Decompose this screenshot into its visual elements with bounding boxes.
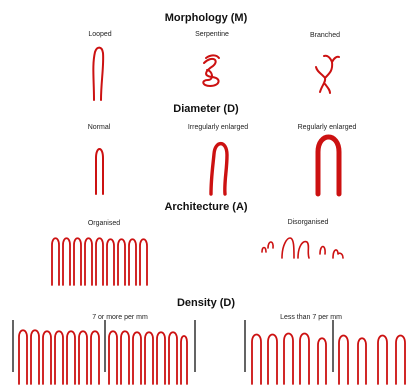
irregularly-enlarged-capillary — [211, 144, 227, 194]
serpentine-capillary — [203, 55, 219, 86]
looped-capillary — [93, 48, 103, 100]
disorganised-capillaries — [262, 238, 343, 258]
regularly-enlarged-capillary — [318, 137, 339, 194]
branched-capillary — [316, 56, 339, 93]
density-marker-right — [245, 320, 333, 372]
normal-diameter-capillary — [96, 149, 103, 194]
density-marker-left — [13, 320, 195, 372]
organised-capillaries — [52, 238, 147, 285]
sparse-capillaries — [252, 334, 405, 385]
dense-capillaries — [19, 330, 187, 384]
